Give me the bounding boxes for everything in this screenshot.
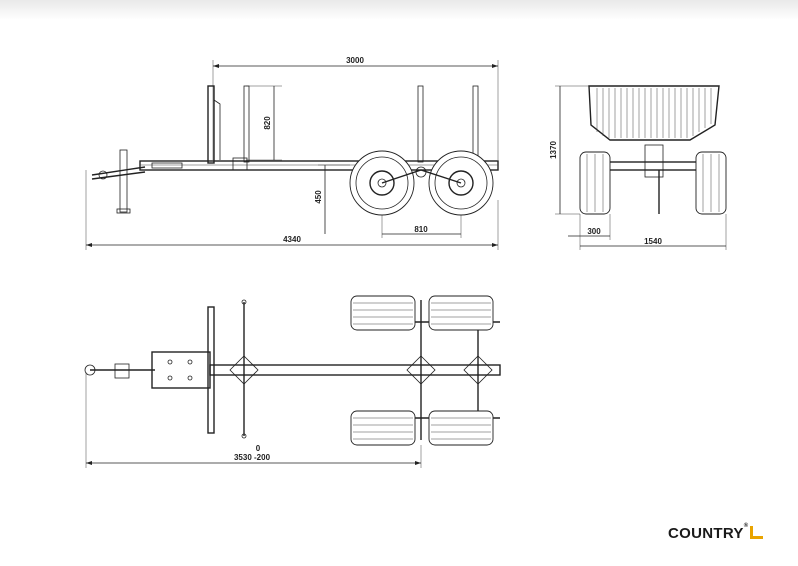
brand-registered-mark: ® <box>743 523 749 529</box>
top-headboard <box>207 306 215 434</box>
top-gradient-band <box>0 0 798 20</box>
front-headboard <box>207 85 215 164</box>
brand-corner-icon <box>750 526 764 539</box>
side-view: 3000 820 450 810 4340 <box>85 56 499 250</box>
top-tire-rear-right <box>428 410 494 446</box>
hitch-eye <box>98 170 108 180</box>
top-front-plate <box>151 351 211 389</box>
dim-label-300: 300 <box>587 227 601 236</box>
dim-label-1540: 1540 <box>644 237 662 246</box>
dim-label-1370: 1370 <box>549 141 558 159</box>
brand-logo: COUNTRY® <box>668 523 764 542</box>
rear-axle <box>603 161 701 171</box>
dim-label-zero: 0 <box>256 444 261 453</box>
rear-tire-left <box>579 151 611 215</box>
dim-label-810: 810 <box>414 225 428 234</box>
stake-rear <box>472 85 479 163</box>
support-leg <box>119 149 128 213</box>
brand-name: COUNTRY <box>668 525 744 542</box>
top-view: 0 3530 -200 <box>84 295 501 468</box>
dim-label-3530: 3530 -200 <box>234 453 271 462</box>
dim-label-820: 820 <box>263 116 272 130</box>
top-main-beam <box>209 364 501 376</box>
stake-middle <box>417 85 424 163</box>
main-frame-beam <box>139 160 499 171</box>
top-tire-front-left <box>350 295 416 331</box>
rear-tire-right <box>695 151 727 215</box>
stake-front <box>243 85 250 163</box>
dim-label-3000: 3000 <box>346 56 364 65</box>
top-tire-front-right <box>350 410 416 446</box>
dim-label-450: 450 <box>314 190 323 204</box>
rear-view: 1370 <box>549 85 727 250</box>
top-tire-rear-left <box>428 295 494 331</box>
dim-label-4340: 4340 <box>283 235 301 244</box>
drawbar <box>91 166 146 176</box>
bogie-arm <box>381 169 462 184</box>
rear-bunk <box>588 85 720 141</box>
